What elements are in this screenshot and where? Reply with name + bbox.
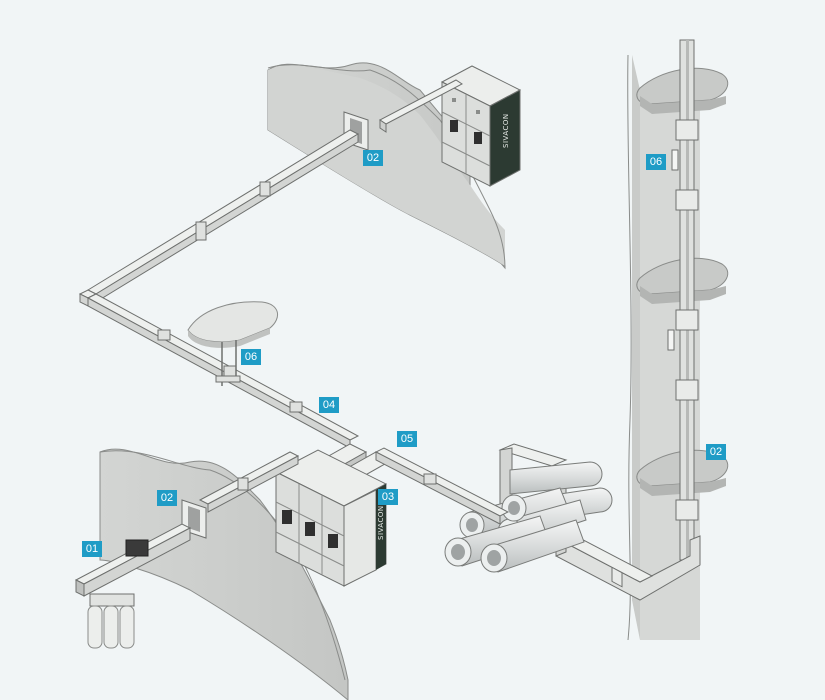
callout-02-shaft: 02 xyxy=(706,444,726,460)
vertical-shaft xyxy=(627,39,729,641)
upper-busbar-run xyxy=(78,79,463,449)
busbar-tap-off xyxy=(74,523,192,649)
pipe-back-1 xyxy=(509,461,603,495)
callout-03: 03 xyxy=(378,489,398,505)
callout-02-upper-wall: 02 xyxy=(363,150,383,166)
cable-1 xyxy=(87,605,103,649)
callout-04: 04 xyxy=(319,397,339,413)
brand-label-lower: SIVACON xyxy=(377,505,385,540)
callout-02-lower-wall: 02 xyxy=(157,490,177,506)
callout-05: 05 xyxy=(397,431,417,447)
callout-01: 01 xyxy=(82,541,102,557)
pipes xyxy=(444,461,613,573)
shaft-wall xyxy=(632,55,640,640)
callout-06-shaft: 06 xyxy=(646,154,666,170)
cable-3 xyxy=(119,605,135,649)
cable-2 xyxy=(103,605,119,649)
upper-switchgear: SIVACON xyxy=(440,65,522,187)
brand-label-upper: SIVACON xyxy=(502,113,510,148)
callout-06-hanger: 06 xyxy=(241,349,261,365)
lower-switchgear: SIVACON xyxy=(198,449,388,587)
upper-wall xyxy=(267,62,506,270)
ceiling-slab xyxy=(187,301,278,386)
